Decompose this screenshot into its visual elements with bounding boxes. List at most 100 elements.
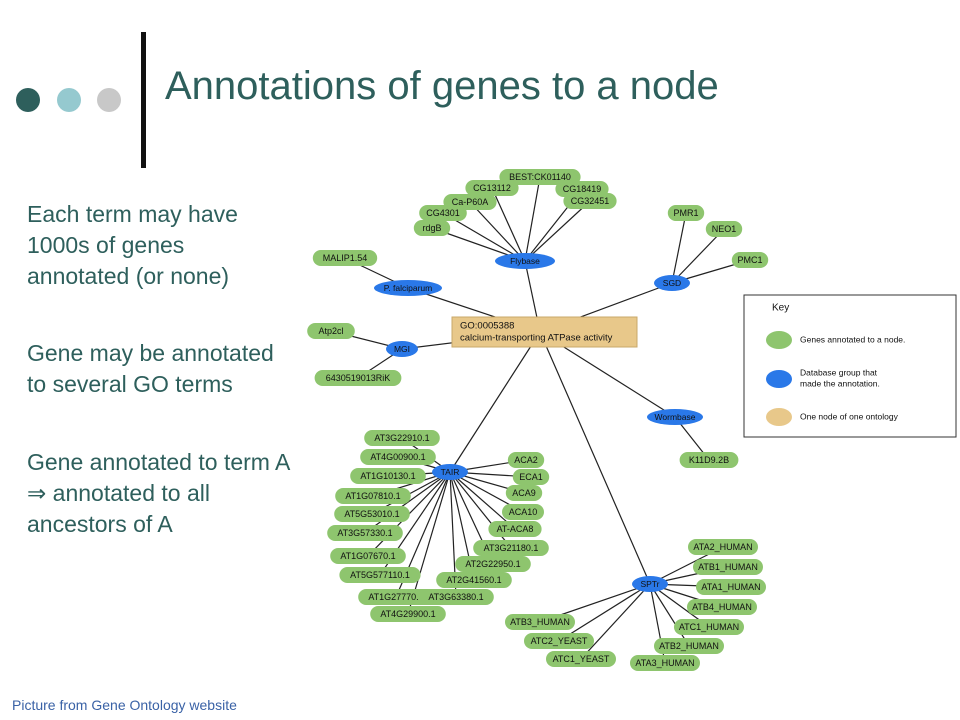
gene-node-label: rdgB [422, 223, 441, 233]
gene-node [505, 485, 543, 501]
gene-node-label: AT5G53010.1 [344, 509, 399, 519]
edge-center-to-db [539, 331, 651, 585]
gene-node [418, 589, 494, 605]
gene-node-label: ATA2_HUMAN [693, 542, 752, 552]
gene-node-label: ACA10 [509, 507, 538, 517]
edge-db-to-gene [580, 583, 651, 660]
gene-node [696, 579, 766, 595]
gene-node-label: NEO1 [712, 224, 737, 234]
edge-db-to-gene [524, 176, 541, 262]
gene-node-label: PMR1 [673, 208, 698, 218]
title-divider [141, 32, 146, 168]
gene-node [693, 559, 763, 575]
gene-node-label: AT4G00900.1 [370, 452, 425, 462]
decor-dot-gray [97, 88, 121, 112]
gene-node-label: 6430519013RiK [326, 373, 391, 383]
gene-node-label: K11D9.2B [689, 455, 729, 465]
ontology-node-id: GO:0005388 [460, 321, 514, 332]
gene-node-label: AT4G29900.1 [380, 609, 435, 619]
database-node-label: Flybase [510, 256, 540, 266]
gene-node-label: CG32451 [571, 196, 610, 206]
gene-node-label: BEST:CK01140 [509, 172, 571, 182]
gene-node [630, 655, 700, 671]
gene-node [370, 606, 446, 622]
gene-node-label: Atp2cl [318, 326, 343, 336]
gene-node-label: ATA1_HUMAN [701, 582, 760, 592]
gene-node [499, 169, 581, 185]
database-node-label: TAIR [441, 467, 460, 477]
gene-node-label: AT3G21180.1 [484, 543, 539, 553]
gene-node-label: ATC1_HUMAN [679, 622, 739, 632]
gene-node [524, 633, 594, 649]
gene-node [505, 614, 575, 630]
gene-node [307, 323, 355, 339]
key-swatch [766, 370, 792, 388]
database-node-label: SGD [663, 278, 681, 288]
edge-db-to-gene [671, 228, 725, 284]
gene-node-label: ATA3_HUMAN [635, 658, 694, 668]
gene-node-label: AT3G22910.1 [374, 433, 429, 443]
gene-node [413, 220, 451, 236]
database-node-label: Wormbase [655, 412, 696, 422]
slide-title: Annotations of genes to a node [165, 64, 719, 108]
gene-node [455, 556, 531, 572]
key-swatch [766, 331, 792, 349]
database-node [386, 341, 418, 357]
gene-node-label: ATC2_YEAST [531, 636, 588, 646]
gene-node [358, 589, 434, 605]
edge-db-to-gene [558, 583, 651, 642]
database-node-label: P. falciparum [384, 283, 433, 293]
gene-node-label: AT1G10130.1 [360, 471, 415, 481]
gene-node [507, 452, 545, 468]
database-node [432, 464, 468, 480]
database-node-label: SPTr [640, 579, 659, 589]
gene-node [473, 540, 549, 556]
gene-node [679, 452, 739, 468]
gene-node-label: AT1G27770.1 [368, 592, 423, 602]
gene-node [687, 599, 757, 615]
bullet-text: Gene annotated to term A ⇒ annotated to … [27, 449, 291, 537]
key-swatch [766, 408, 792, 426]
edge-db-to-gene [364, 471, 451, 534]
gene-node [327, 525, 403, 541]
database-node [495, 253, 555, 269]
gene-node [488, 521, 542, 537]
decor-dot-dark [16, 88, 40, 112]
gene-node-label: Ca-P60A [452, 197, 489, 207]
ontology-node [451, 316, 638, 348]
database-node [647, 409, 703, 425]
edge-db-to-gene [469, 201, 526, 262]
key-item-label: One node of one ontology [800, 411, 899, 421]
gene-node-label: AT3G57330.1 [337, 528, 392, 538]
database-node [654, 275, 690, 291]
gene-node [465, 180, 519, 196]
gene-node-label: AT1G07670.1 [340, 551, 395, 561]
gene-node [688, 539, 758, 555]
gene-node [339, 567, 421, 583]
gene-node-label: CG4301 [426, 208, 460, 218]
edge-db-to-gene [671, 212, 687, 284]
gene-node [563, 193, 617, 209]
gene-node-label: ATB3_HUMAN [510, 617, 570, 627]
key-item-label: Genes annotated to a node. [800, 334, 905, 344]
gene-node-label: ACA2 [514, 455, 538, 465]
gene-node [360, 449, 436, 465]
bullet-text: Each term may have 1000s of genes annota… [27, 201, 238, 289]
gene-node [314, 370, 402, 386]
edge-db-to-gene [491, 187, 526, 262]
gene-node-label: ATB4_HUMAN [692, 602, 752, 612]
gene-node-label: AT1G07810.1 [345, 491, 400, 501]
database-node-label: MGI [394, 344, 410, 354]
gene-node [335, 488, 411, 504]
gene-node [546, 651, 616, 667]
gene-node-label: AT-ACA8 [497, 524, 534, 534]
decor-dot-light [57, 88, 81, 112]
gene-node-label: AT3G63380.1 [428, 592, 483, 602]
edge-db-to-gene [649, 583, 690, 647]
gene-node-label: ECA1 [519, 472, 543, 482]
picture-credit: Picture from Gene Ontology website [12, 697, 237, 713]
gene-node-label: ATC1_YEAST [553, 654, 610, 664]
